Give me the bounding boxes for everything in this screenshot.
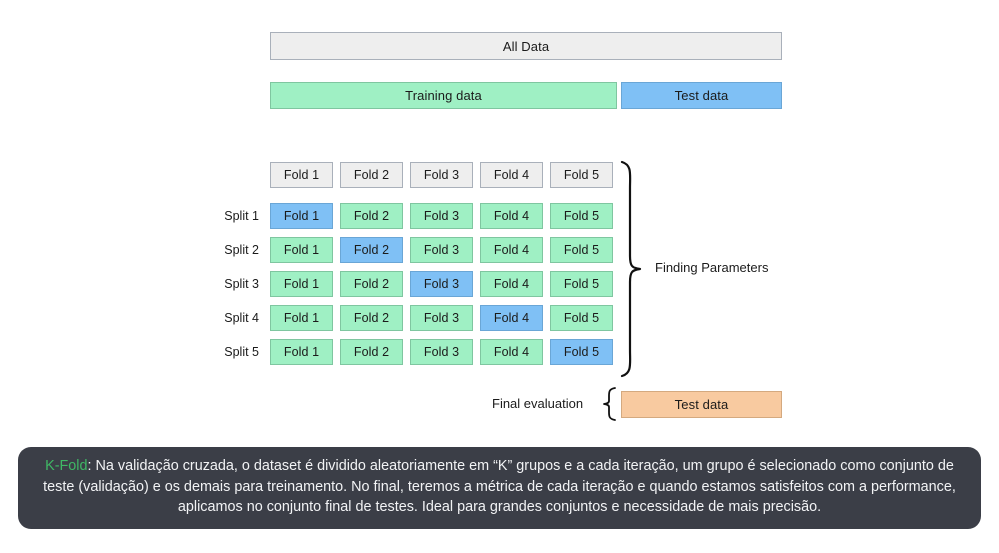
fold-cell: Fold 3 [410,237,473,263]
final-evaluation-label: Final evaluation [492,396,584,411]
fold-cell: Fold 5 [550,339,613,365]
fold-cell: Fold 4 [480,237,543,263]
finding-parameters-label: Finding Parameters [655,260,769,275]
fold-cell: Fold 3 [410,339,473,365]
fold-cell: Fold 4 [480,339,543,365]
fold-cell: Fold 1 [270,203,333,229]
caption-panel: K-Fold: Na validação cruzada, o dataset … [18,447,981,529]
fold-cell: Fold 2 [340,339,403,365]
split-label: Split 1 [224,209,259,223]
split-label: Split 2 [224,243,259,257]
split-rows: Split 1 Fold 1 Fold 2 Fold 3 Fold 4 Fold… [224,203,613,373]
fold-cell: Fold 1 [270,237,333,263]
final-evaluation-brace-icon [602,386,618,422]
test-data-bar: Test data [621,82,782,109]
split-label: Split 5 [224,345,259,359]
fold-cell: Fold 2 [340,305,403,331]
fold-cell: Fold 2 [340,237,403,263]
fold-cell: Fold 3 [410,305,473,331]
split-row: Split 2 Fold 1 Fold 2 Fold 3 Fold 4 Fold… [224,237,613,263]
fold-cell: Fold 3 [410,271,473,297]
split-row: Split 4 Fold 1 Fold 2 Fold 3 Fold 4 Fold… [224,305,613,331]
fold-cell: Fold 4 [480,203,543,229]
fold-header-row: Fold 1 Fold 2 Fold 3 Fold 4 Fold 5 [270,162,613,188]
final-test-data-bar: Test data [621,391,782,418]
split-row: Split 5 Fold 1 Fold 2 Fold 3 Fold 4 Fold… [224,339,613,365]
fold-cell: Fold 1 [270,305,333,331]
fold-cell: Fold 5 [550,237,613,263]
finding-parameters-brace-icon [620,160,642,378]
caption-body: : Na validação cruzada, o dataset é divi… [43,458,956,515]
caption-term: K-Fold [45,458,88,474]
fold-cell: Fold 4 [480,271,543,297]
fold-cell: Fold 4 [480,305,543,331]
fold-header-cell: Fold 4 [480,162,543,188]
fold-cell: Fold 5 [550,203,613,229]
fold-header-cell: Fold 2 [340,162,403,188]
training-data-bar: Training data [270,82,617,109]
fold-header-cell: Fold 3 [410,162,473,188]
fold-cell: Fold 5 [550,271,613,297]
split-label: Split 3 [224,277,259,291]
fold-cell: Fold 2 [340,203,403,229]
split-row: Split 3 Fold 1 Fold 2 Fold 3 Fold 4 Fold… [224,271,613,297]
fold-cell: Fold 1 [270,271,333,297]
split-row: Split 1 Fold 1 Fold 2 Fold 3 Fold 4 Fold… [224,203,613,229]
fold-header-cell: Fold 5 [550,162,613,188]
fold-cell: Fold 5 [550,305,613,331]
fold-cell: Fold 3 [410,203,473,229]
fold-cell: Fold 2 [340,271,403,297]
split-label: Split 4 [224,311,259,325]
all-data-bar: All Data [270,32,782,60]
fold-cell: Fold 1 [270,339,333,365]
fold-header-cell: Fold 1 [270,162,333,188]
